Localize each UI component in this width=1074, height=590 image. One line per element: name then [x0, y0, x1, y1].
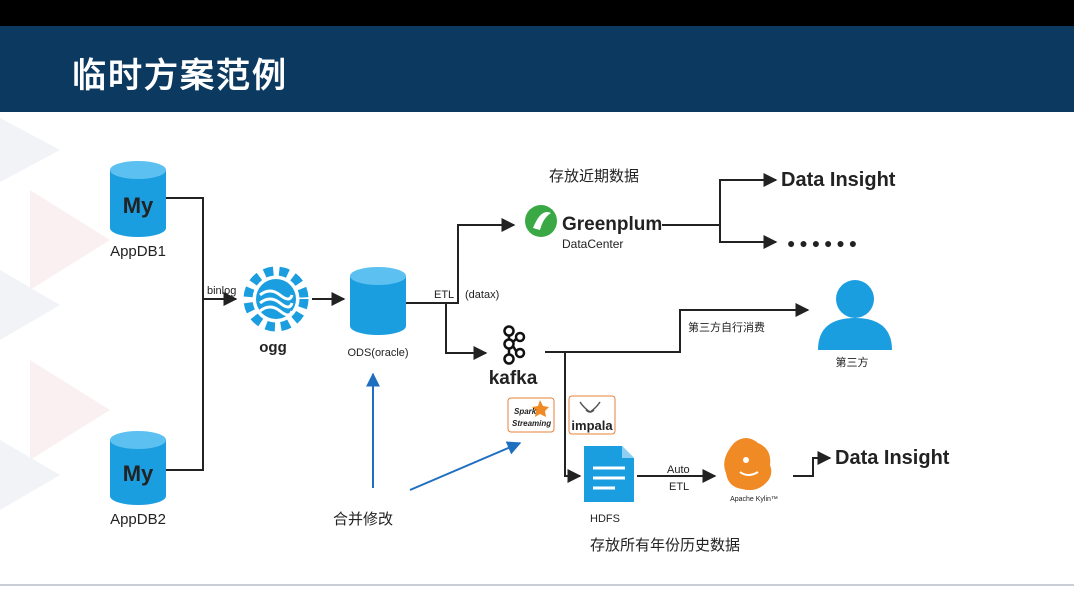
history-data-annotation: 存放所有年份历史数据: [590, 537, 740, 554]
ods-to-greenplum-arrow: [406, 218, 516, 304]
data-insight-bottom: Data Insight: [835, 447, 950, 469]
spark-label-1: Spark: [514, 407, 537, 416]
ogg-node: ogg: [243, 266, 309, 356]
mysql-icon-text: My: [123, 193, 154, 218]
appdb2-label: AppDB2: [110, 511, 166, 528]
third-party-label: 第三方: [836, 355, 869, 369]
ogg-label: ogg: [259, 339, 287, 356]
appdb2-node: My AppDB2: [110, 431, 166, 528]
auto-label: Auto: [667, 464, 690, 476]
ods-label: ODS(oracle): [347, 347, 408, 359]
spark-label-2: Streaming: [512, 419, 551, 428]
binlog-label: binlog: [207, 285, 236, 297]
datax-label: (datax): [465, 289, 499, 301]
greenplum-node: Greenplum DataCenter: [525, 205, 662, 251]
kafka-to-hdfs-arrow: [564, 352, 582, 483]
background-chevrons: [0, 118, 110, 510]
kylin-label: Apache Kylin™: [730, 496, 778, 503]
greenplum-to-more-arrow: [719, 225, 778, 249]
impala-label: impala: [571, 418, 613, 433]
appdb1-node: My AppDB1: [110, 161, 166, 260]
kafka-label: kafka: [489, 368, 538, 389]
spark-streaming-node: Spark Streaming: [507, 397, 555, 433]
etl-label: ETL: [434, 289, 454, 301]
greenplum-to-insight-arrow: [662, 173, 778, 226]
antelope-icon: [579, 401, 601, 413]
kafka-node: kafka: [489, 325, 538, 389]
kylin-to-insight-arrow: [793, 451, 832, 477]
document-icon: [584, 446, 634, 502]
mysql-database-icon: My: [110, 161, 166, 237]
ellipsis: ● ● ● ● ● ●: [787, 235, 857, 251]
kafka-to-third-party-arrow: [545, 303, 810, 353]
top-bar: [0, 0, 1074, 26]
mysql-icon-text: My: [123, 461, 154, 486]
kylin-lion-icon: [724, 438, 772, 491]
appdb1-label: AppDB1: [110, 243, 166, 260]
spark-star-icon: [532, 400, 549, 417]
kafka-logo-icon: [503, 325, 526, 365]
greenplum-logo-icon: [525, 205, 557, 237]
mysql-database-icon: My: [110, 431, 166, 505]
self-consume-label: 第三方自行消费: [688, 320, 765, 334]
bottom-divider: [0, 584, 1074, 586]
recent-data-annotation: 存放近期数据: [549, 168, 639, 185]
ods-to-kafka-arrow: [445, 303, 488, 360]
merge-annotation: 合并修改: [333, 511, 393, 528]
ods-node: ODS(oracle): [347, 267, 409, 359]
greenplum-sub: DataCenter: [562, 237, 623, 251]
greenplum-name: Greenplum: [562, 214, 662, 235]
hdfs-node: HDFS: [584, 446, 634, 525]
impala-node: impala: [568, 395, 616, 435]
appdb-connector: [166, 197, 204, 471]
hdfs-label: HDFS: [590, 513, 620, 525]
data-insight-top: Data Insight: [781, 169, 896, 191]
auto-etl-label: ETL: [669, 481, 689, 493]
kylin-node: Apache Kylin™: [724, 438, 778, 503]
title-banner: [0, 26, 1074, 112]
merge-to-spark-arrow: [409, 441, 522, 491]
gear-icon: [243, 266, 309, 332]
database-icon: [350, 267, 406, 335]
slide-title: 临时方案范例: [72, 56, 288, 96]
third-party-node: 第三方: [818, 280, 892, 369]
person-icon: [818, 280, 892, 350]
